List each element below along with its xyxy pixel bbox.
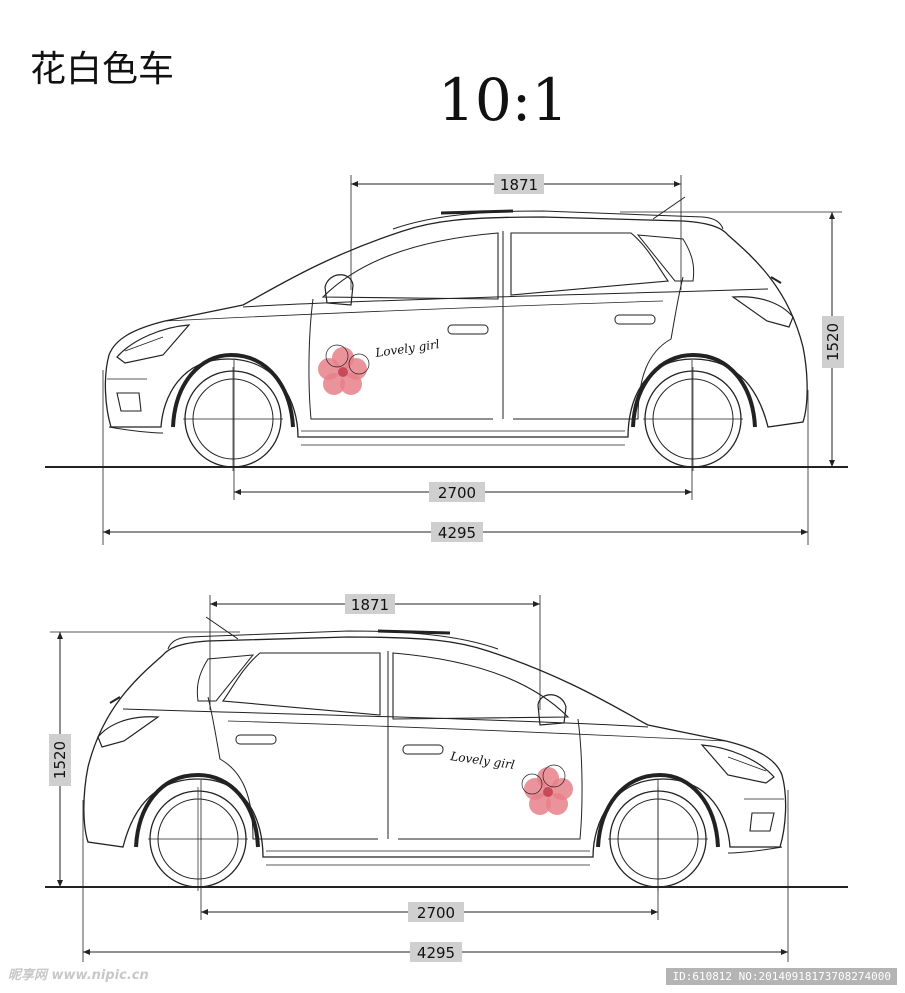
decal-text-top: Lovely girl [373,337,440,360]
dim-wheelbase-top: 2700 [438,484,476,502]
watermark-logo: 昵享网 www.nipic.cn [8,968,149,983]
extension-lines-bottom [50,595,789,962]
car-bottom [81,615,788,893]
dim-labels-bottom: 1871 2700 4295 1520 [49,594,464,962]
watermark-id: ID:610812 NO:20140918173708274000 [666,968,897,985]
dim-roof-top: 1871 [500,176,538,194]
dim-wheelbase-bottom: 2700 [417,904,455,922]
dim-height-bottom: 1520 [51,741,69,779]
dim-labels-top: 1871 2700 4295 1520 [429,174,844,542]
extension-lines-top [102,175,842,545]
drawing-title: 花白色车 [30,49,175,90]
dim-length-bottom: 4295 [417,944,455,962]
scale-label: 10:1 [438,66,569,134]
dim-length-top: 4295 [438,524,476,542]
dim-height-top: 1520 [824,323,842,361]
decal-text-bottom: Lovely girl [449,749,516,772]
car-top [103,195,810,473]
dim-roof-bottom: 1871 [351,596,389,614]
